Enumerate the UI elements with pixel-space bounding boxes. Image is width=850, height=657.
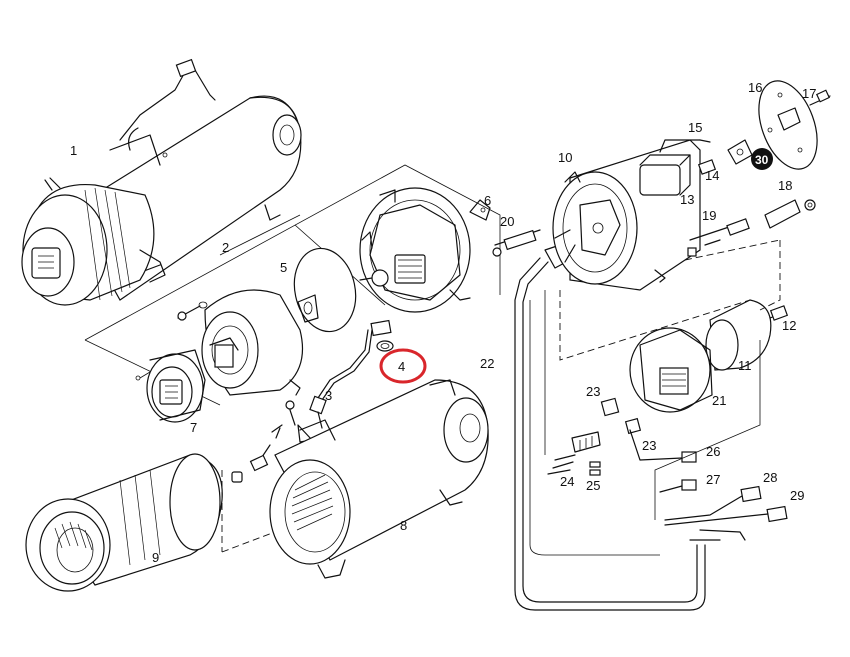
label-17: 17 (802, 86, 816, 101)
label-13: 13 (680, 192, 694, 207)
label-5: 5 (280, 260, 287, 275)
label-24: 24 (560, 474, 574, 489)
label-2: 2 (222, 240, 229, 255)
badge-circle (751, 148, 773, 170)
label-28: 28 (763, 470, 777, 485)
label-15: 15 (688, 120, 702, 135)
part-combustion-tube (25, 453, 223, 592)
label-10: 10 (558, 150, 572, 165)
label-22: 22 (480, 356, 494, 371)
part-sensor-disc (727, 80, 831, 170)
part-fuel-line (514, 244, 706, 611)
label-23b: 23 (642, 438, 656, 453)
label-26: 26 (706, 444, 720, 459)
part-gasket-disc (293, 247, 357, 333)
label-1: 1 (70, 143, 77, 158)
label-7: 7 (190, 420, 197, 435)
part-fan-housing (177, 289, 304, 396)
label-30: 30 (755, 153, 769, 167)
badge-30: 30 (751, 148, 773, 170)
part-dosing-pump (639, 139, 717, 196)
part-fittings (492, 199, 816, 257)
label-25: 25 (586, 478, 600, 493)
part-motor-assembly (359, 187, 491, 313)
label-12: 12 (782, 318, 796, 333)
label-11: 11 (738, 358, 752, 373)
label-18: 18 (778, 178, 792, 193)
highlight-circle (379, 348, 427, 384)
label-8: 8 (400, 518, 407, 533)
part-glow-plug-lead (309, 319, 392, 429)
label-4: 4 (398, 359, 405, 374)
label-23a: 23 (586, 384, 600, 399)
label-27: 27 (706, 472, 720, 487)
part-labels: 1 2 3 4 5 6 7 8 9 10 11 12 13 14 15 16 1… (70, 80, 816, 565)
part-burner-head (552, 139, 701, 291)
label-6: 6 (484, 193, 491, 208)
part-connectors (544, 290, 788, 541)
label-19: 19 (702, 208, 716, 223)
part-control-unit (629, 327, 713, 413)
small-hardware (231, 400, 313, 483)
part-heat-exchanger (221, 379, 489, 579)
exploded-frame-right (559, 239, 781, 361)
part-motor (689, 299, 789, 371)
label-20: 20 (500, 214, 514, 229)
heater-assembly (21, 58, 302, 306)
part-o-ring (376, 340, 394, 352)
label-16: 16 (748, 80, 762, 95)
label-3: 3 (325, 388, 332, 403)
label-21: 21 (712, 393, 726, 408)
label-29: 29 (790, 488, 804, 503)
label-9: 9 (152, 550, 159, 565)
label-14: 14 (705, 168, 719, 183)
part-fan-cap (135, 349, 206, 423)
